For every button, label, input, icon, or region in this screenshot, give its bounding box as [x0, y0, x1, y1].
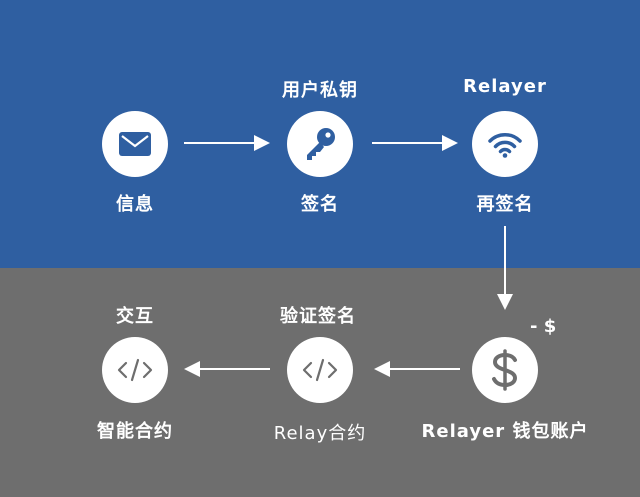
code-icon — [117, 358, 153, 382]
wallet-node — [472, 337, 538, 403]
message-node — [102, 111, 168, 177]
wifi-icon — [488, 133, 522, 158]
smart-contract-label: 智能合约 — [97, 421, 173, 442]
smart-contract-node — [102, 337, 168, 403]
resign-node — [472, 111, 538, 177]
relayer-label: Relayer — [463, 76, 547, 97]
key-icon — [307, 128, 335, 160]
relay-contract-node — [287, 337, 353, 403]
message-label: 信息 — [116, 194, 154, 215]
interaction-label: 交互 — [116, 306, 154, 327]
wallet-label: Relayer 钱包账户 — [421, 421, 589, 442]
resign-label: 再签名 — [476, 194, 534, 215]
relay-contract-label: Relay合约 — [273, 423, 367, 444]
code-icon — [302, 358, 338, 382]
dollar-icon — [492, 349, 518, 391]
envelope-icon — [119, 132, 151, 156]
sign-label: 签名 — [301, 194, 339, 215]
private-key-label: 用户私钥 — [282, 80, 358, 101]
cost-note: - $ — [530, 316, 557, 337]
verify-signature-label: 验证签名 — [280, 306, 356, 327]
sign-node — [287, 111, 353, 177]
